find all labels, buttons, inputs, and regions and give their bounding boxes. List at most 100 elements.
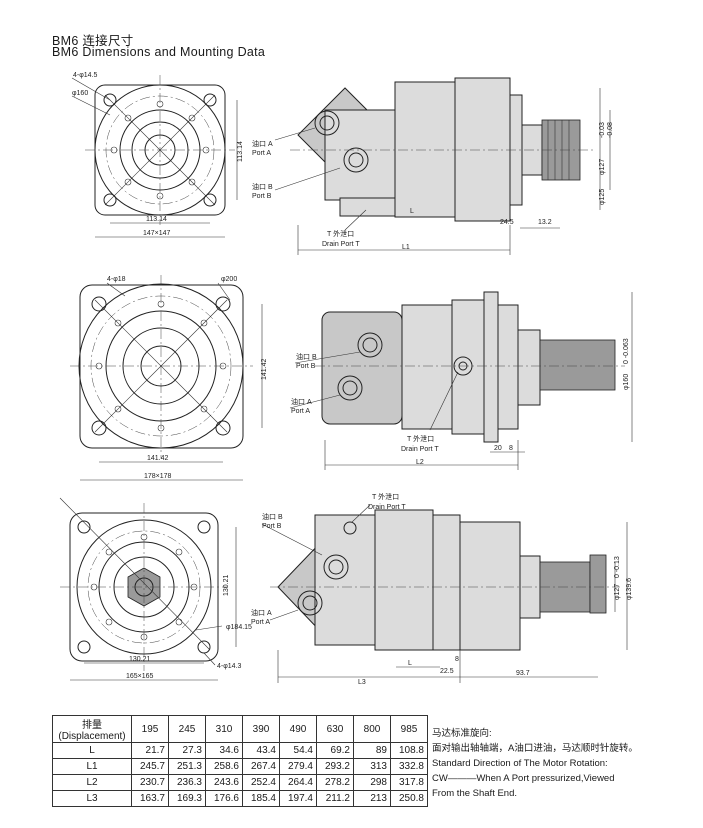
rotation-note-text-cn: 面对输出轴轴端，A油口进油，马达顺时针旋转。 (432, 743, 638, 754)
view2-port-a-en: Port A (291, 408, 310, 415)
table-cell: 258.6 (205, 758, 243, 775)
view2-port-a (337, 375, 363, 401)
view3-housing (374, 509, 434, 651)
table-header-cell: 800 (353, 715, 391, 743)
view1-bolt-hole (203, 193, 217, 207)
view2-square-w-label: 141.42 (147, 455, 169, 462)
view1-side-body (274, 77, 611, 255)
table-header-cell: 490 (279, 715, 317, 743)
table-cell: 264.4 (279, 774, 317, 791)
view1-drain-cn: T 外泄口 (327, 229, 354, 238)
table-cell: 251.3 (168, 758, 206, 775)
table-cell: 69.2 (316, 742, 354, 759)
view3-dim-93-7: 93.7 (516, 670, 530, 677)
view2-drain-cn: T 外泄口 (407, 434, 434, 443)
rotation-note-title-cn: 马达标准旋向: (432, 728, 492, 739)
view3-pilot-dia: φ127 (614, 584, 621, 600)
view1-tol-b: -0.08 (607, 122, 614, 138)
view3-bolt-hole (77, 640, 91, 654)
view3-square-w-label: 130.21 (129, 656, 151, 663)
table-cell: 108.8 (390, 742, 428, 759)
view2-mounting-flange (483, 291, 499, 443)
view2-front-face (70, 275, 263, 481)
view1-front-face (71, 75, 238, 238)
view3-port-a-en: Port A (251, 619, 270, 626)
table-row: L3 163.7 169.3 176.6 185.4 197.4 211.2 2… (52, 790, 428, 807)
view3-drain-en: Drain Port T (368, 504, 406, 511)
view1-dim-l1: L1 (402, 244, 410, 251)
view3-port-a (297, 590, 323, 616)
table-cell: 169.3 (168, 790, 206, 807)
view2-bolt-hole (215, 420, 231, 436)
table-cell: 230.7 (131, 774, 169, 791)
table-cell: 243.6 (205, 774, 243, 791)
view1-port-a-cn: 油口 A (252, 139, 273, 148)
rotation-note-title-en: Standard Direction of The Motor Rotation… (432, 758, 608, 769)
technical-drawing: 4-φ14.5 φ160 113.14 113.14 147×147 油口 A (59, 72, 633, 686)
view1-pilot-dia: φ127 (599, 159, 606, 175)
table-cell: 54.4 (279, 742, 317, 759)
view1-housing (324, 109, 396, 201)
view2-square-h-label: 141.42 (261, 358, 268, 380)
table-cell: 21.7 (131, 742, 169, 759)
view2-flange-label: 178×178 (144, 473, 172, 480)
table-cell: 185.4 (242, 790, 280, 807)
view2-bolt-holes-label: 4-φ18 (107, 276, 126, 283)
table-cell: 298 (353, 774, 391, 791)
table-header-cell: 310 (205, 715, 243, 743)
view3-port-b (323, 554, 349, 580)
table-row-label: L1 (52, 758, 132, 775)
table-header-row: 排量 (Displacement) 195 245 310 390 490 63… (52, 715, 428, 743)
view1-bolt-hole (103, 193, 117, 207)
view1-bolt-hole (203, 93, 217, 107)
table-row-label: L3 (52, 790, 132, 807)
view2-port-b (357, 332, 383, 358)
view1-dim-l: L (410, 208, 414, 215)
view3-bolt-hole (77, 520, 91, 534)
table-row-label: L (52, 742, 132, 759)
view1-flange-label: 147×147 (143, 230, 171, 237)
table-header-cell: 985 (390, 715, 428, 743)
view3-dim-l3: L3 (358, 679, 366, 686)
view2-output-shaft (539, 339, 616, 391)
view2-dim-l2: L2 (416, 459, 424, 466)
view3-shaft-nut (589, 554, 607, 614)
table-cell: 211.2 (316, 790, 354, 807)
view3-drain-cn: T 外泄口 (372, 492, 399, 501)
view2-side-body (289, 291, 633, 470)
view3-square-h-label: 130.21 (223, 574, 230, 596)
view3-port-b-cn: 油口 B (262, 512, 283, 521)
view1-port-b-cn: 油口 B (252, 182, 273, 191)
table-cell: 267.4 (242, 758, 280, 775)
view1-dim-13-2: 13.2 (538, 219, 552, 226)
table-cell: 250.8 (390, 790, 428, 807)
view3-mounting-flange (459, 521, 521, 651)
table-row: L1 245.7 251.3 258.6 267.4 279.4 293.2 3… (52, 758, 428, 775)
table-header-cell: 630 (316, 715, 354, 743)
rotation-note-text-en-2: From the Shaft End. (432, 788, 518, 799)
view2-pilot-tol: 0 -0.063 (623, 338, 630, 364)
view1-tol-a: -0.03 (599, 122, 606, 138)
table-cell: 197.4 (279, 790, 317, 807)
view1-port-b (343, 147, 369, 173)
view2-port-b-cn: 油口 B (296, 352, 317, 361)
view1-port-b-en: Port B (252, 193, 272, 200)
view1-bolt-hole (103, 93, 117, 107)
view3-bolt-hole (197, 520, 211, 534)
table-row-label: L2 (52, 774, 132, 791)
table-cell: 279.4 (279, 758, 317, 775)
view1-port-a-en: Port A (252, 150, 271, 157)
view2-bolt-hole (91, 296, 107, 312)
table-cell: 313 (353, 758, 391, 775)
view2-bolt-hole (215, 296, 231, 312)
view2-port-a-cn: 油口 A (291, 397, 312, 406)
title-chinese: BM6 连接尺寸 (52, 34, 134, 48)
view2-dim-8: 8 (509, 445, 513, 452)
table-cell: 317.8 (390, 774, 428, 791)
table-cell: 245.7 (131, 758, 169, 775)
table-header-cell: 390 (242, 715, 280, 743)
view1-shaft-dia: φ125 (599, 189, 606, 205)
view2-dim-20: 20 (494, 445, 502, 452)
view1-port-a (314, 110, 340, 136)
table-header-cell: 245 (168, 715, 206, 743)
